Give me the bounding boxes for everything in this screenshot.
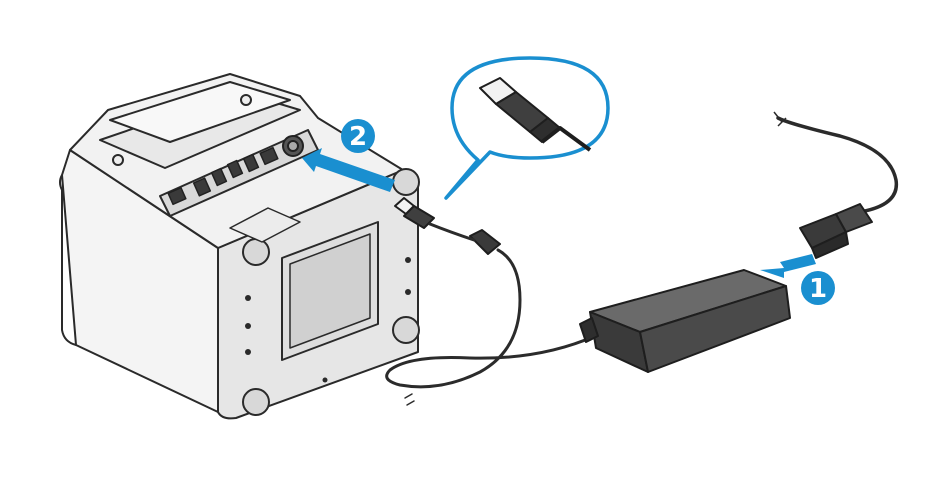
ac-adapter-icon [579,269,791,373]
step-1-number: 1 [809,274,827,304]
step-2-badge: 2 [341,119,375,153]
step-2-arrow [302,148,395,192]
printer-illustration [59,73,420,420]
power-cord-icon [773,111,899,259]
zoom-callout-icon [444,56,610,200]
dc-cable [385,222,597,406]
step-1-badge: 1 [801,271,835,305]
dc-plug-icon [394,197,501,255]
step-1-arrow [760,254,816,278]
step-2-number: 2 [349,122,367,152]
